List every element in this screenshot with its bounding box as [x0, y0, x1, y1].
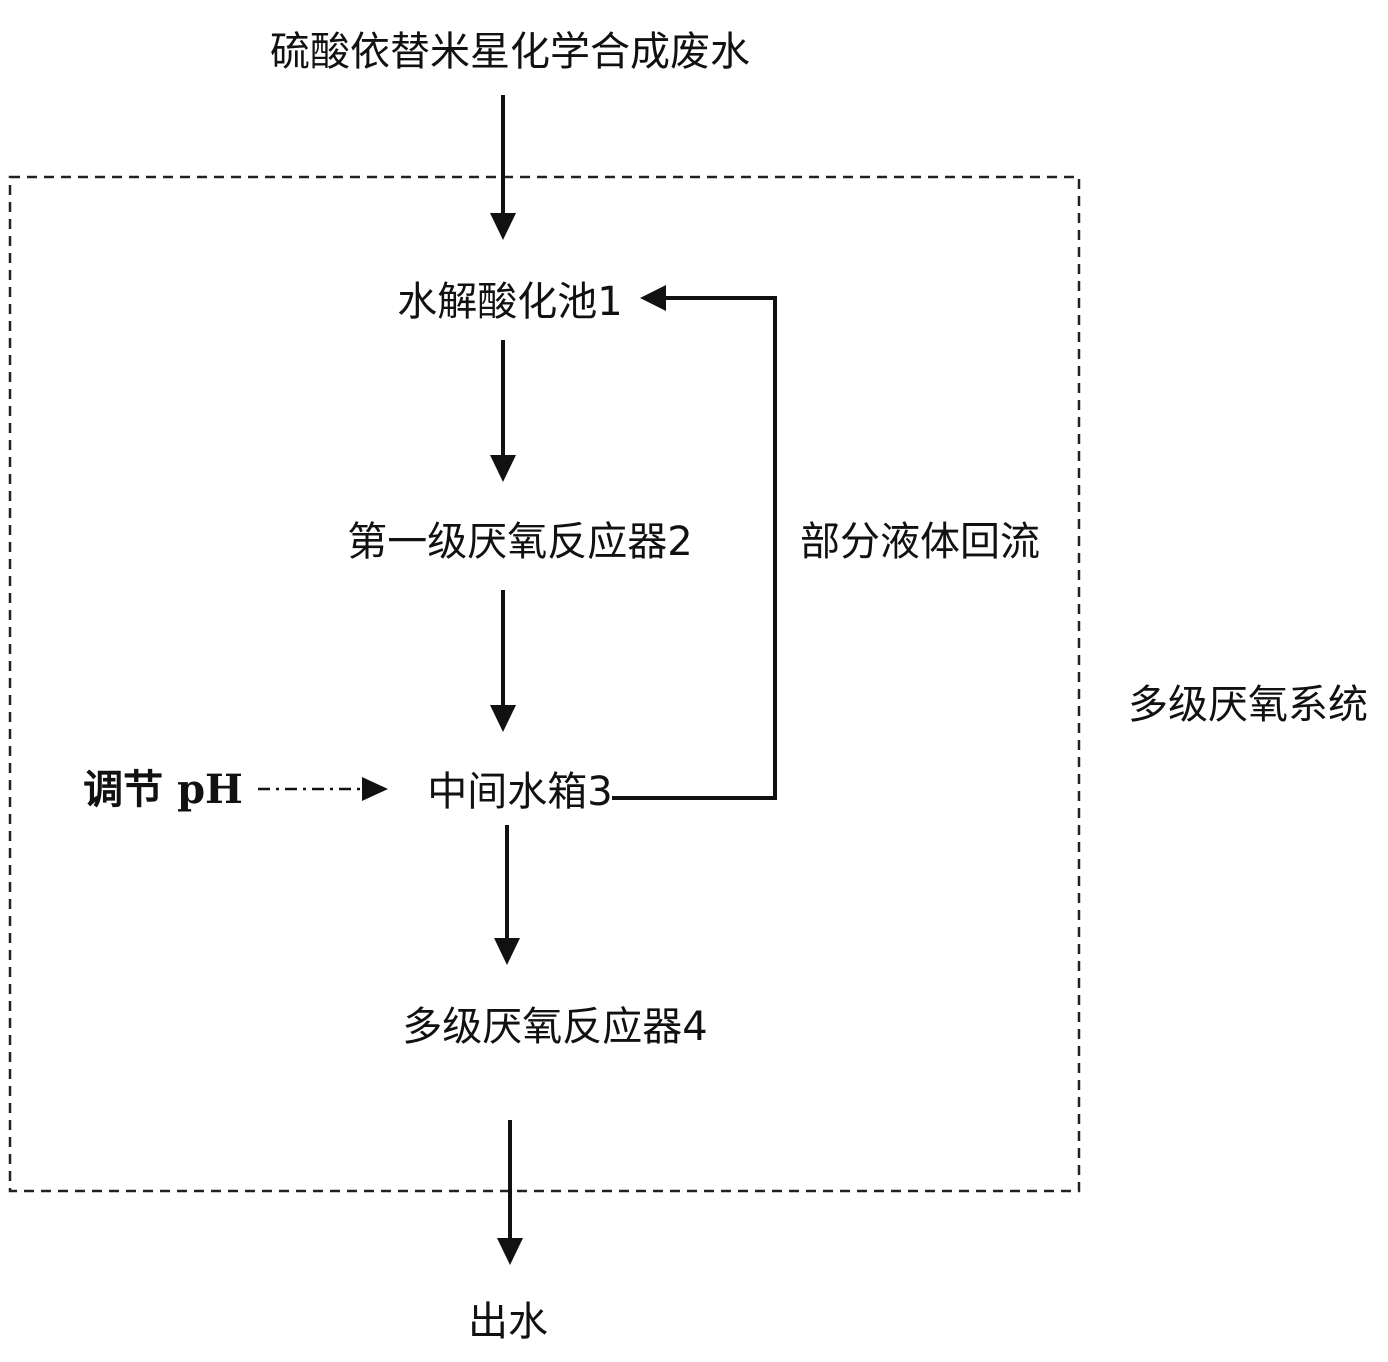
system-label: 多级厌氧系统: [1128, 682, 1368, 728]
node-first-stage-anaerobic-reactor: 第一级厌氧反应器2: [347, 519, 692, 565]
partial-liquid-recycle-label: 部分液体回流: [800, 519, 1040, 565]
output-label: 出水: [468, 1299, 548, 1345]
system-boundary: [8, 175, 1081, 1193]
node-multistage-anaerobic-reactor: 多级厌氧反应器4: [402, 1004, 707, 1050]
node-intermediate-water-tank: 中间水箱3: [427, 769, 612, 815]
arrowhead-reactor4: [494, 938, 520, 965]
arrowhead-input: [490, 213, 516, 240]
node-hydrolysis-acidification-tank: 水解酸化池1: [397, 279, 622, 325]
arrowhead-tank: [490, 705, 516, 732]
ph-dosing-arrowhead: [362, 777, 388, 801]
arrowhead-reactor1: [490, 455, 516, 482]
input-label: 硫酸依替米星化学合成废水: [270, 29, 750, 75]
recycle-arrowhead: [640, 285, 666, 311]
recycle-line: [612, 296, 777, 800]
ph-adjust-label: 调节 pH: [83, 766, 243, 813]
arrowhead-outlet: [497, 1238, 523, 1265]
